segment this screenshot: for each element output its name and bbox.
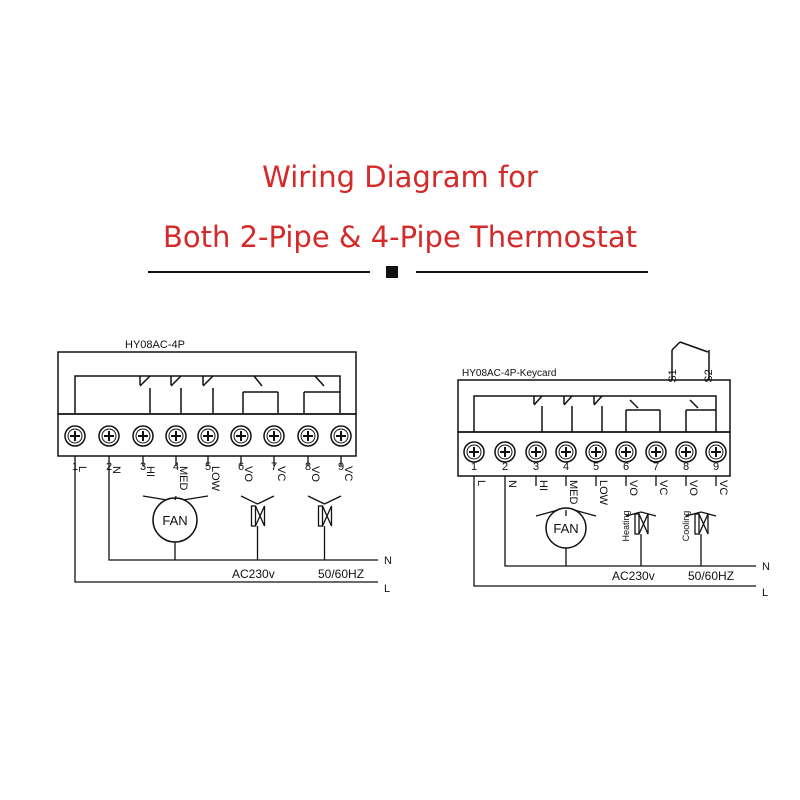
terminal-number: 4 bbox=[563, 461, 569, 473]
fan-label: FAN bbox=[162, 513, 187, 528]
terminal-function-label: N bbox=[506, 480, 518, 488]
terminal-number: 8 bbox=[683, 461, 689, 473]
fan-icon bbox=[152, 497, 198, 543]
terminal-screw-icon bbox=[197, 425, 219, 447]
terminal-number: 3 bbox=[140, 461, 146, 473]
terminal-number: 6 bbox=[238, 461, 244, 473]
terminal-screw-icon bbox=[297, 425, 319, 447]
heating-label: Heating bbox=[621, 510, 631, 541]
valve-icon bbox=[317, 505, 333, 527]
terminal-function-label: VO bbox=[309, 466, 321, 482]
power-label: AC230v bbox=[232, 567, 275, 581]
terminal-screw-icon bbox=[263, 425, 285, 447]
model-label: HY08AC-4P bbox=[125, 339, 185, 351]
fan-icon bbox=[545, 507, 587, 549]
right-wiring: HY08AC-4P-Keycard 1 2 3 4 5 6 7 8 9L N HI MED LOW VO VC… bbox=[462, 368, 770, 599]
terminal-screw-icon bbox=[463, 441, 485, 463]
terminal-screw-icon bbox=[555, 441, 577, 463]
neutral-line-label: N bbox=[762, 561, 770, 573]
terminal-function-label: MED bbox=[567, 480, 579, 505]
title-line-2: Both 2-Pipe & 4-Pipe Thermostat bbox=[163, 220, 637, 254]
terminal-number: 4 bbox=[173, 461, 179, 473]
valve-icon bbox=[694, 513, 709, 535]
terminal-number: 1 bbox=[471, 461, 477, 473]
terminal-function-label: VC bbox=[342, 466, 354, 481]
terminal-number: 9 bbox=[338, 461, 344, 473]
terminal-screw-icon bbox=[64, 425, 86, 447]
valve-icon bbox=[634, 513, 649, 535]
live-line-label: L bbox=[762, 587, 768, 599]
keycard-switch: S1 S2 bbox=[667, 369, 715, 382]
terminal-number: 7 bbox=[271, 461, 277, 473]
terminal-screw-icon bbox=[615, 441, 637, 463]
terminal-number: 2 bbox=[502, 461, 508, 473]
switch-label-s2: S2 bbox=[703, 369, 715, 382]
terminal-screw-icon bbox=[585, 441, 607, 463]
left-relay-switches bbox=[139, 375, 340, 413]
left-diagram bbox=[57, 351, 357, 457]
terminal-screw-icon bbox=[645, 441, 667, 463]
right-diagram bbox=[457, 341, 731, 477]
terminal-screw-icon bbox=[675, 441, 697, 463]
terminal-screw-icon bbox=[165, 425, 187, 447]
terminal-screw-icon bbox=[330, 425, 352, 447]
terminal-screw-icon bbox=[98, 425, 120, 447]
terminal-number: 5 bbox=[593, 461, 599, 473]
switch-label-s1: S1 bbox=[667, 369, 679, 382]
terminal-screw-icon bbox=[705, 441, 727, 463]
terminal-function-label: HI bbox=[144, 466, 156, 477]
title-line-1: Wiring Diagram for bbox=[262, 160, 538, 194]
cooling-label: Cooling bbox=[681, 511, 691, 542]
terminal-function-label: VO bbox=[627, 480, 639, 496]
terminal-number: 9 bbox=[713, 461, 719, 473]
right-relay-switches bbox=[533, 395, 716, 432]
terminal-function-label: L bbox=[76, 466, 88, 472]
terminal-number: 6 bbox=[623, 461, 629, 473]
frequency-label: 50/60HZ bbox=[688, 569, 734, 583]
fan-label: FAN bbox=[553, 521, 578, 536]
model-label: HY08AC-4P-Keycard bbox=[462, 368, 556, 379]
terminal-screw-icon bbox=[525, 441, 547, 463]
terminal-number: 5 bbox=[205, 461, 211, 473]
terminal-function-label: HI bbox=[537, 480, 549, 491]
neutral-line-label: N bbox=[384, 555, 392, 567]
terminal-screw-icon bbox=[494, 441, 516, 463]
terminal-function-label: VC bbox=[275, 466, 287, 481]
terminal-number: 8 bbox=[305, 461, 311, 473]
terminal-function-label: MED bbox=[177, 466, 189, 491]
terminal-function-label: VO bbox=[687, 480, 699, 496]
terminal-function-label: VC bbox=[657, 480, 669, 495]
terminal-function-label: LOW bbox=[597, 480, 609, 506]
terminal-number: 3 bbox=[533, 461, 539, 473]
valve-icon bbox=[250, 505, 266, 527]
wiring-lines bbox=[74, 456, 378, 583]
power-label: AC230v bbox=[612, 569, 655, 583]
terminal-screw-icon bbox=[230, 425, 252, 447]
frequency-label: 50/60HZ bbox=[318, 567, 364, 581]
terminal-function-label: LOW bbox=[209, 466, 221, 492]
terminal-function-label: L bbox=[475, 480, 487, 486]
terminal-function-label: VO bbox=[242, 466, 254, 482]
title-divider bbox=[148, 266, 648, 278]
terminal-function-label: N bbox=[110, 466, 122, 474]
live-line-label: L bbox=[384, 583, 390, 595]
terminal-number: 7 bbox=[653, 461, 659, 473]
terminal-screw-icon bbox=[132, 425, 154, 447]
terminal-function-label: VC bbox=[717, 480, 729, 495]
